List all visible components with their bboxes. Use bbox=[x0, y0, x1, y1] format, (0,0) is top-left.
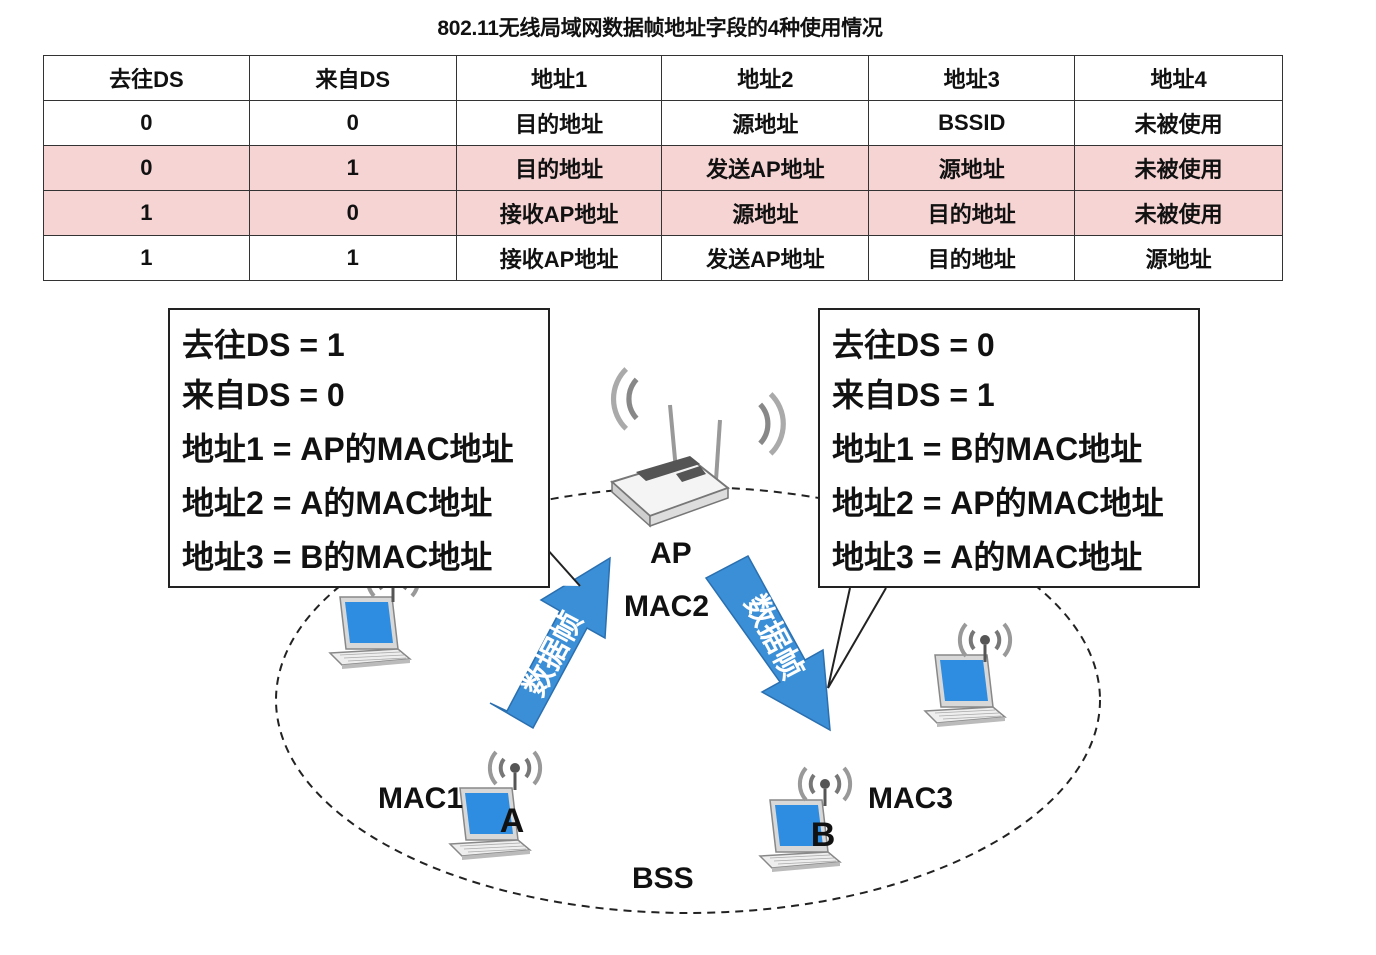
right-callout: 去往DS = 0 来自DS = 1 地址1 = B的MAC地址 地址2 = AP… bbox=[818, 308, 1200, 588]
table-cell: 0 bbox=[43, 100, 250, 146]
callout-line: 去往DS = 1 bbox=[182, 327, 345, 363]
mac1-label: MAC1 bbox=[378, 782, 464, 815]
callout-line: 地址1 = AP的MAC地址 bbox=[182, 431, 514, 467]
callout-line: 去往DS = 0 bbox=[832, 327, 995, 363]
ap-label: AP bbox=[650, 537, 692, 570]
table-cell: 目的地址 bbox=[868, 235, 1076, 281]
mac3-label: MAC3 bbox=[868, 782, 954, 815]
table-row: 0 0 目的地址 源地址 BSSID 未被使用 bbox=[43, 100, 1283, 146]
table-cell: BSSID bbox=[868, 100, 1076, 146]
laptop-icon bbox=[924, 654, 1006, 728]
table-header: 来自DS bbox=[248, 55, 457, 101]
frame-arrow-right bbox=[704, 554, 831, 732]
table-header: 地址1 bbox=[455, 55, 663, 101]
table-cell: 0 bbox=[248, 190, 457, 236]
host-a-label: A bbox=[500, 802, 525, 840]
signal-icon bbox=[487, 750, 543, 792]
table-cell: 目的地址 bbox=[455, 100, 663, 146]
table-cell: 目的地址 bbox=[868, 190, 1076, 236]
callout-line: 地址2 = A的MAC地址 bbox=[182, 485, 493, 521]
table-cell: 1 bbox=[43, 190, 250, 236]
table-cell: 源地址 bbox=[661, 190, 870, 236]
table-cell: 未被使用 bbox=[1074, 100, 1283, 146]
callout-line: 来自DS = 0 bbox=[182, 377, 345, 413]
access-point-icon bbox=[610, 367, 786, 528]
right-callout-tail bbox=[827, 587, 887, 689]
table-header-row: 去往DS 来自DS 地址1 地址2 地址3 地址4 bbox=[43, 55, 1283, 101]
host-b-label: B bbox=[811, 816, 836, 854]
table-cell: 接收AP地址 bbox=[455, 235, 663, 281]
mac2-label: MAC2 bbox=[624, 590, 710, 623]
callout-line: 地址2 = AP的MAC地址 bbox=[832, 485, 1164, 521]
callout-line: 来自DS = 1 bbox=[832, 377, 995, 413]
table-cell: 源地址 bbox=[1074, 235, 1283, 281]
table-header: 地址3 bbox=[868, 55, 1076, 101]
table-cell: 源地址 bbox=[868, 145, 1076, 191]
table-row-highlighted: 1 0 接收AP地址 源地址 目的地址 未被使用 bbox=[43, 190, 1283, 236]
table-cell: 1 bbox=[248, 235, 457, 281]
table-cell: 1 bbox=[43, 235, 250, 281]
bss-boundary bbox=[275, 486, 1101, 914]
frame-label-left: 数据帧 bbox=[518, 607, 589, 702]
table-cell: 未被使用 bbox=[1074, 145, 1283, 191]
table-cell: 0 bbox=[248, 100, 457, 146]
diagram-title: 802.11无线局域网数据帧地址字段的4种使用情况 bbox=[437, 17, 883, 40]
callout-line: 地址3 = B的MAC地址 bbox=[182, 539, 493, 575]
address-table: 去往DS 来自DS 地址1 地址2 地址3 地址4 0 0 目的地址 源地址 B… bbox=[43, 55, 1283, 281]
frame-arrow-left bbox=[489, 556, 611, 730]
table-cell: 0 bbox=[43, 145, 250, 191]
table-cell: 未被使用 bbox=[1074, 190, 1283, 236]
bss-label: BSS bbox=[632, 862, 694, 895]
laptop-icon bbox=[329, 596, 411, 670]
table-row: 1 1 接收AP地址 发送AP地址 目的地址 源地址 bbox=[43, 235, 1283, 281]
table-cell: 发送AP地址 bbox=[661, 235, 870, 281]
table-cell: 源地址 bbox=[661, 100, 870, 146]
table-header: 去往DS bbox=[43, 55, 250, 101]
table-cell: 接收AP地址 bbox=[455, 190, 663, 236]
callout-line: 地址3 = A的MAC地址 bbox=[832, 539, 1143, 575]
table-cell: 1 bbox=[248, 145, 457, 191]
left-callout: 去往DS = 1 来自DS = 0 地址1 = AP的MAC地址 地址2 = A… bbox=[168, 308, 550, 588]
callout-line: 地址1 = B的MAC地址 bbox=[832, 431, 1143, 467]
table-cell: 目的地址 bbox=[455, 145, 663, 191]
